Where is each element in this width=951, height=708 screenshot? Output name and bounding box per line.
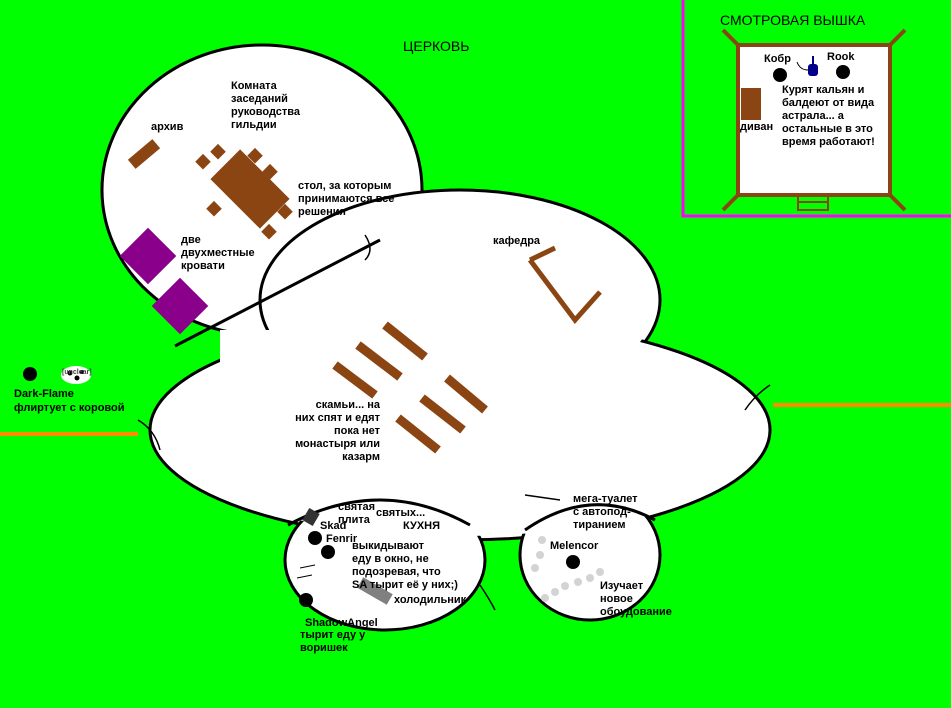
meeting-room-wall	[174, 238, 381, 348]
holy-stove-label: святая плита	[338, 501, 376, 526]
benches	[332, 321, 488, 454]
road-east	[773, 403, 951, 407]
watchtower-title: СМОТРОВАЯ ВЫШКА	[720, 12, 866, 28]
dark-flame-label: Dark-Flame	[14, 388, 74, 400]
tower-note: Курят кальян и балдеют от вида астрала..…	[782, 84, 875, 148]
road-west	[0, 432, 138, 436]
watchtower	[721, 28, 907, 212]
doors	[137, 234, 771, 611]
melencor-avatar	[566, 555, 580, 569]
cow-label: [unclear]	[62, 369, 92, 376]
decision-table-label: стол, за которым принимаются все решения	[298, 180, 395, 218]
skad-avatar	[308, 531, 322, 545]
kitchen-note: выкидывают еду в окно, не подозревая, чт…	[352, 540, 458, 591]
dark-flame-avatar	[23, 367, 37, 381]
melencor-label: Melencor	[550, 540, 599, 552]
kitchen-label: КУХНЯ	[403, 520, 441, 532]
toilet-label: мега-туалет с автопод- тиранием	[573, 493, 638, 531]
holy-stove	[302, 507, 320, 527]
tower-fence	[681, 0, 951, 218]
kobr-label: Кобр	[764, 53, 791, 65]
rook-label: Rook	[827, 51, 855, 63]
fenrir-label: Fenrir	[326, 533, 358, 545]
rook-avatar	[836, 65, 850, 79]
dark-flame-note: флиртует с коровой	[14, 402, 125, 414]
archive-label: архив	[151, 121, 184, 133]
hookah-icon	[796, 56, 818, 76]
sofa	[741, 88, 761, 120]
church-title: ЦЕРКОВЬ	[403, 38, 470, 54]
double-beds-label: две двухместные кровати	[181, 234, 255, 272]
archive-cabinet	[127, 139, 161, 169]
shadow-angel-note: тырит еду у воришек	[300, 629, 366, 654]
sofa-label: диван	[740, 121, 774, 133]
window-line	[296, 564, 316, 579]
fridge-label: холодильник	[394, 594, 467, 606]
skad-label: Skad	[320, 520, 347, 532]
benches-label: скамьи... на них спят и едят пока нет мо…	[295, 399, 380, 463]
fenrir-avatar	[321, 545, 335, 559]
pulpit-label: кафедра	[493, 235, 541, 247]
cow-spots	[67, 370, 84, 381]
kitchen-holies-label: святых...	[376, 507, 426, 519]
cow	[61, 366, 91, 384]
decision-table-group	[195, 143, 293, 240]
kobr-avatar	[773, 68, 787, 82]
toilet-wall	[524, 503, 656, 532]
meeting-room-label: Комната заседаний руководства гильдии	[231, 80, 301, 131]
shadow-angel-label: ShadowAngel	[305, 617, 378, 629]
toilet-fixtures	[531, 536, 604, 602]
melencor-note: Изучает новое обоудование	[600, 580, 672, 618]
pulpit	[528, 245, 602, 324]
shadow-angel-avatar	[299, 593, 313, 607]
decision-table	[210, 149, 290, 229]
fridge	[357, 577, 393, 605]
